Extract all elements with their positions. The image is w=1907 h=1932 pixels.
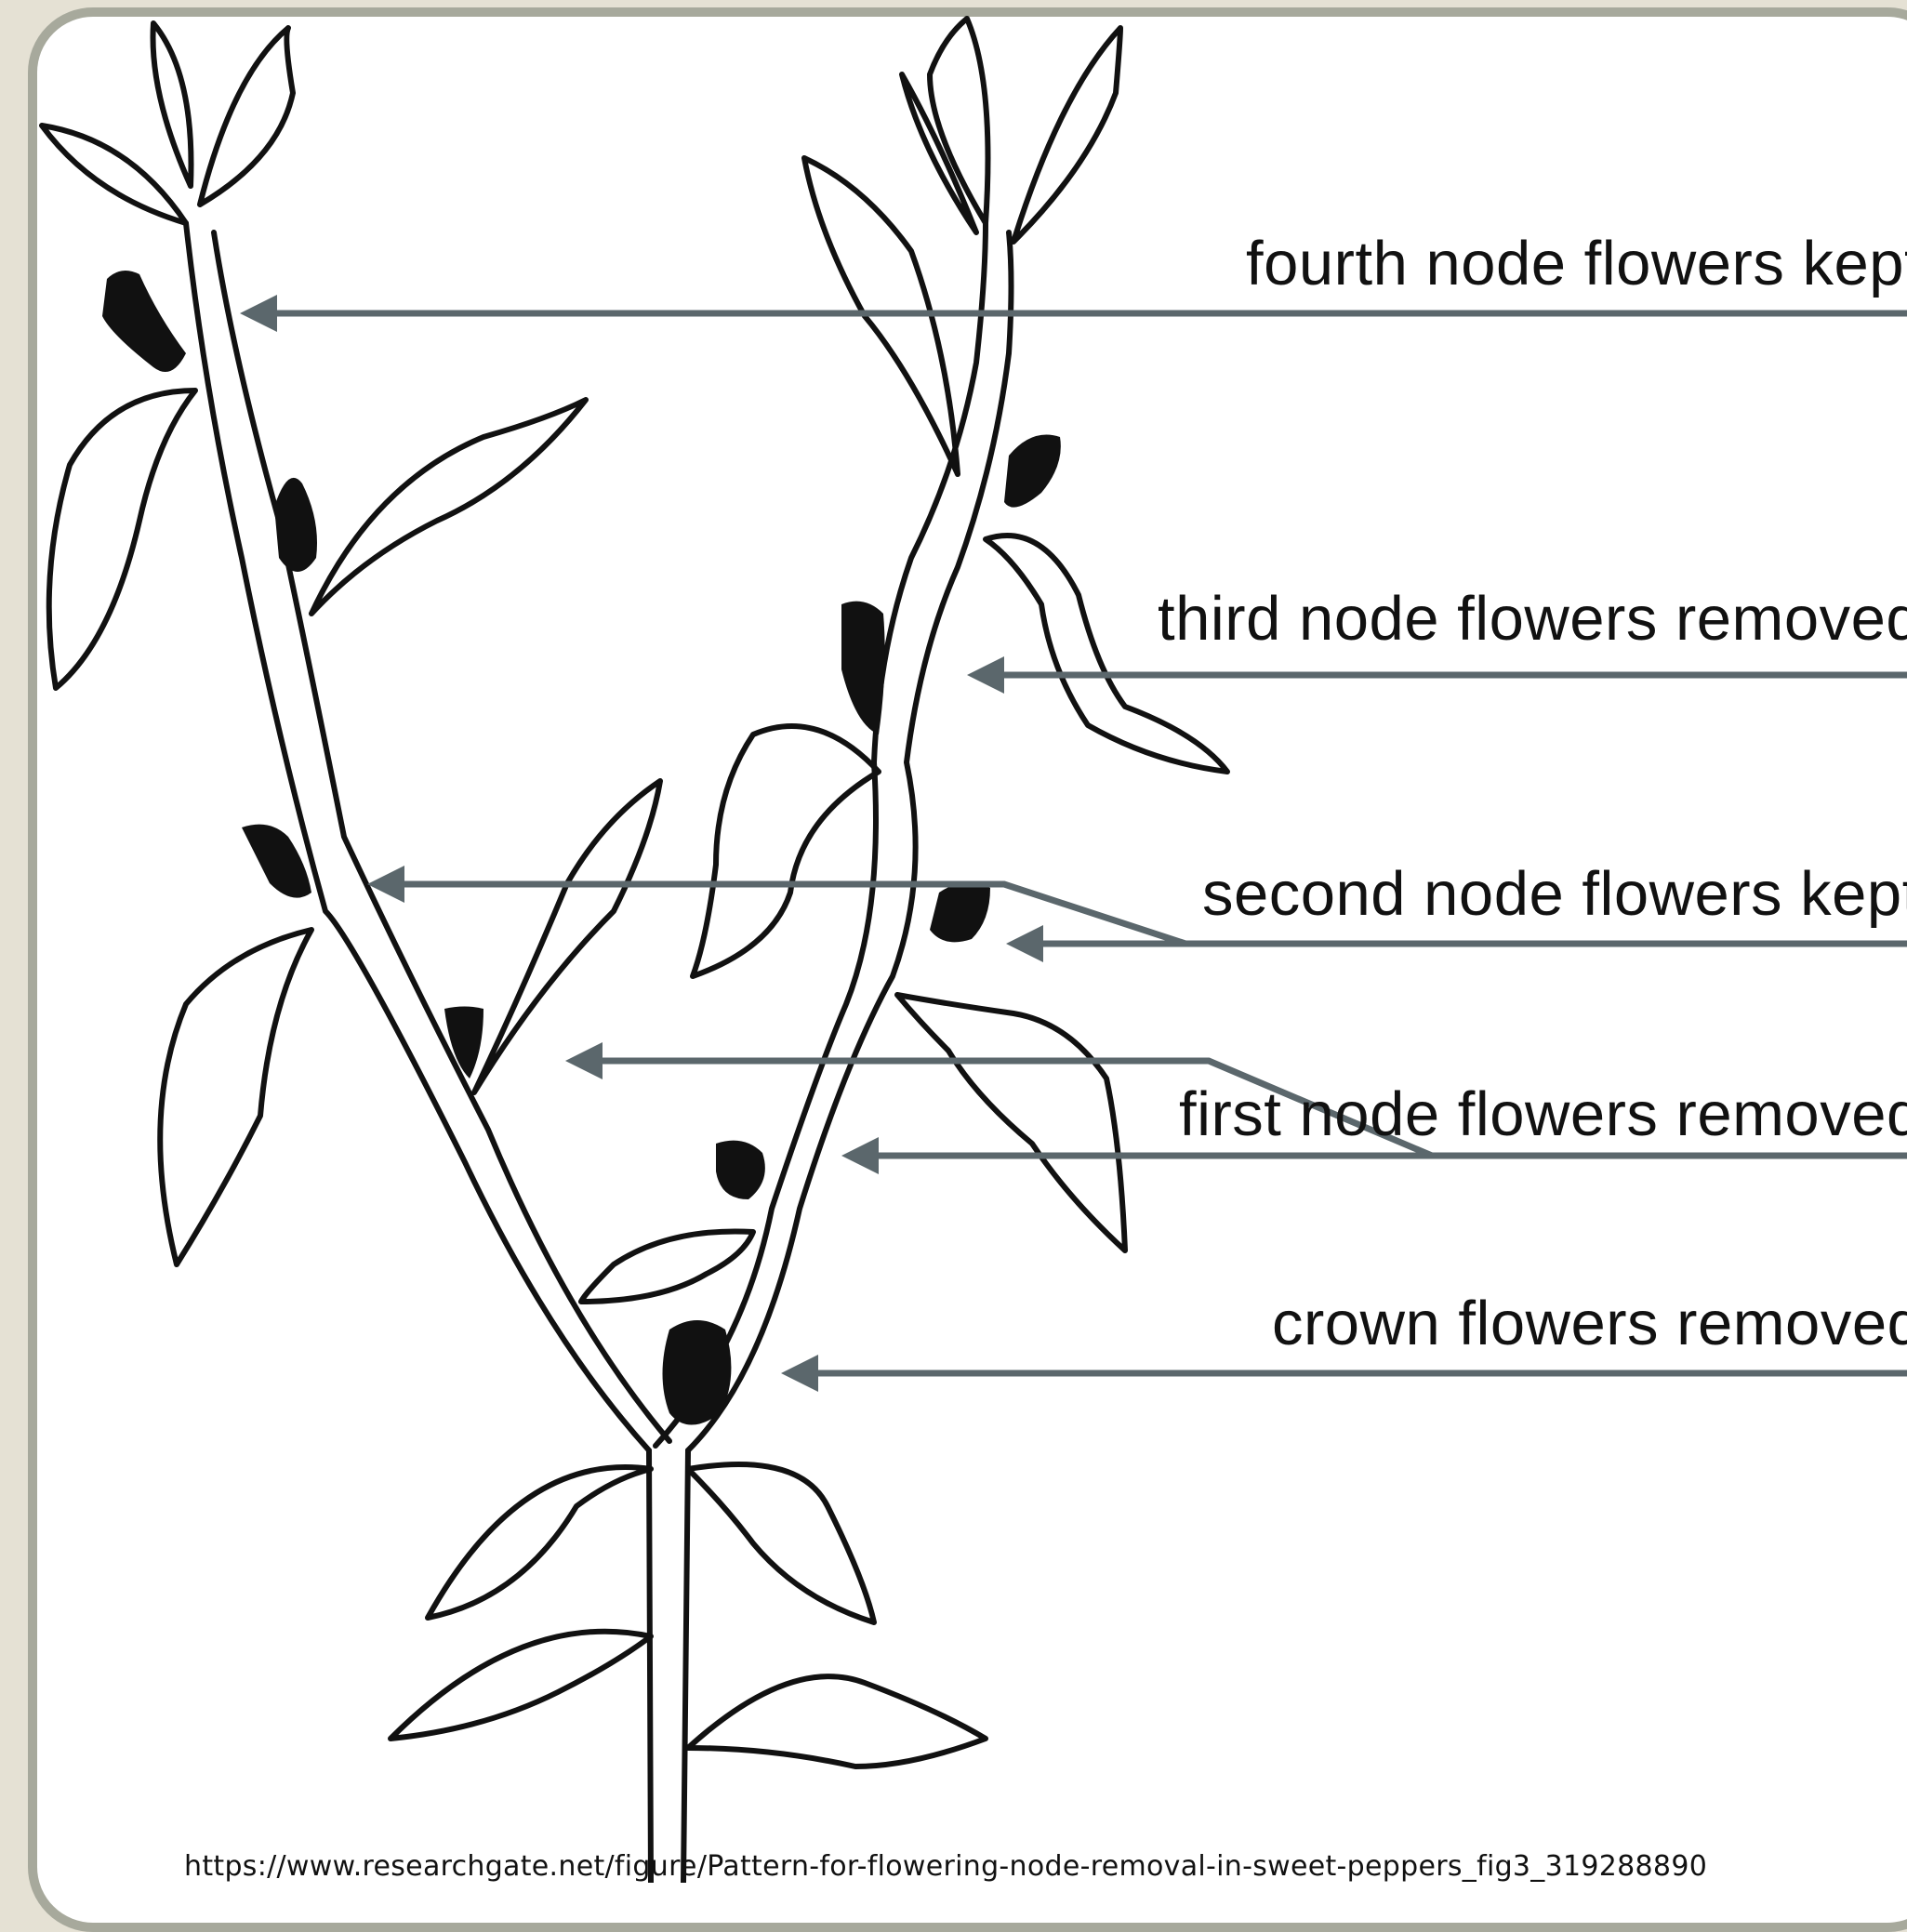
main-stem [649, 1450, 688, 1883]
leaf [897, 995, 1125, 1251]
label-fourth-node: fourth node flowers kept [1246, 232, 1907, 295]
arrowhead-first-b [841, 1137, 879, 1174]
leaf [42, 126, 186, 223]
flower-bud [274, 478, 317, 572]
label-third-node: third node flowers removed [1158, 588, 1907, 650]
flower-bud [841, 602, 885, 734]
flower-bud [1004, 435, 1061, 508]
leaf [986, 536, 1227, 772]
flower-bud [930, 882, 990, 943]
arrowhead-second-b [1006, 925, 1043, 962]
arrowhead-third [967, 656, 1004, 694]
leaf [902, 74, 976, 232]
label-second-node: second node flowers kept [1202, 863, 1907, 925]
leaf [200, 28, 293, 205]
source-url[interactable]: https://www.researchgate.net/figure/Patt… [184, 1850, 1707, 1883]
leaf [688, 1676, 986, 1767]
leaf [311, 400, 586, 614]
flower-bud [102, 271, 186, 372]
leaf [391, 1632, 651, 1739]
arrowhead-first-a [565, 1042, 603, 1079]
label-crown: crown flowers removed [1272, 1292, 1907, 1355]
leaf [688, 1464, 874, 1622]
flower-bud [716, 1141, 765, 1199]
leaf [581, 1231, 753, 1302]
arrowhead-fourth [240, 295, 277, 332]
leaf [153, 23, 192, 186]
leaf [1013, 28, 1120, 242]
right-branch [656, 223, 986, 1446]
leaf [160, 930, 311, 1264]
flower-bud [663, 1320, 732, 1425]
leaf [428, 1467, 651, 1618]
label-first-node: first node flowers removed [1179, 1083, 1907, 1145]
leaf [474, 781, 660, 1092]
leaf [49, 390, 195, 688]
flower-bud [242, 825, 311, 898]
leaf [693, 726, 879, 976]
flower-bud [444, 1007, 483, 1079]
arrowhead-crown [781, 1355, 818, 1392]
